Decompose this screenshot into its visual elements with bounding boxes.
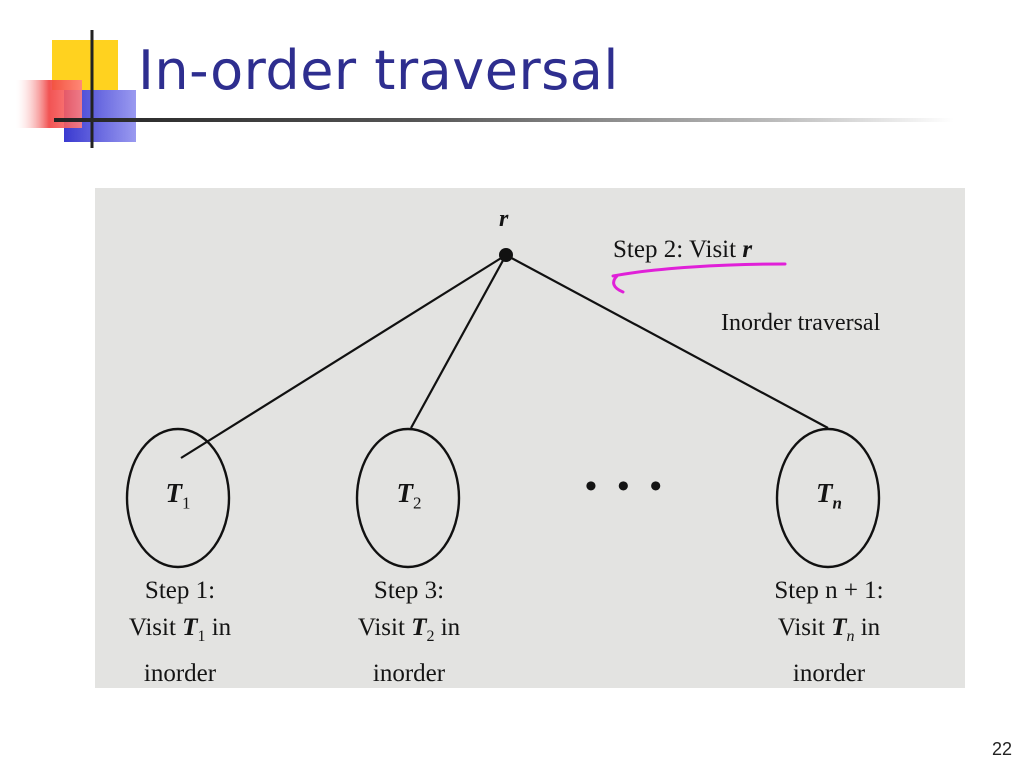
root-label: r xyxy=(499,206,509,232)
step-label: Step 3: xyxy=(373,577,445,604)
slide-logo xyxy=(16,30,140,148)
diagram-caption: Inorder traversal xyxy=(721,310,881,336)
inorder-label: inorder xyxy=(143,660,217,687)
tree-diagram xyxy=(125,248,881,569)
subtree-t2-label: T2 xyxy=(396,478,422,513)
traversal-figure: r Step 2: Visit r Inorder traversal T1 T… xyxy=(95,188,965,688)
inorder-label: inorder xyxy=(372,660,446,687)
subtree-t2-caption: Step 3: Visit T2 in inorder xyxy=(319,572,499,688)
subtree-tn-caption: Step n + 1: Visit Tn in inorder xyxy=(739,572,919,688)
slide-title: In-order traversal xyxy=(138,39,619,102)
subtree-t1-label: T1 xyxy=(165,478,191,513)
visit-line: Visit T1 in xyxy=(128,614,232,645)
visit-line: Visit Tn in xyxy=(777,614,881,645)
subtree-t1-caption: Step 1: Visit T1 in inorder xyxy=(95,572,270,688)
title-underline xyxy=(54,118,954,122)
subtree-t1-ellipse xyxy=(125,427,231,569)
root-node xyxy=(499,248,513,262)
ellipsis: • • • xyxy=(585,468,668,505)
page-number: 22 xyxy=(991,739,1012,759)
handwritten-underline xyxy=(611,262,787,294)
subtree-tn-ellipse xyxy=(775,427,881,569)
edge-root-t1 xyxy=(180,254,507,459)
edge-root-t2 xyxy=(410,254,507,429)
subtree-t2-ellipse xyxy=(355,427,461,569)
inorder-label: inorder xyxy=(792,660,866,687)
visit-line: Visit T2 in xyxy=(357,614,461,645)
step-label: Step 1: xyxy=(144,577,216,604)
step-label: Step n + 1: xyxy=(774,577,884,604)
step2-prefix: Step 2: Visit xyxy=(613,236,743,263)
edge-root-tn xyxy=(505,254,829,429)
step2-label: Step 2: Visit r xyxy=(613,236,752,264)
step2-var: r xyxy=(742,236,753,263)
subtree-tn-label: Tn xyxy=(816,478,842,513)
